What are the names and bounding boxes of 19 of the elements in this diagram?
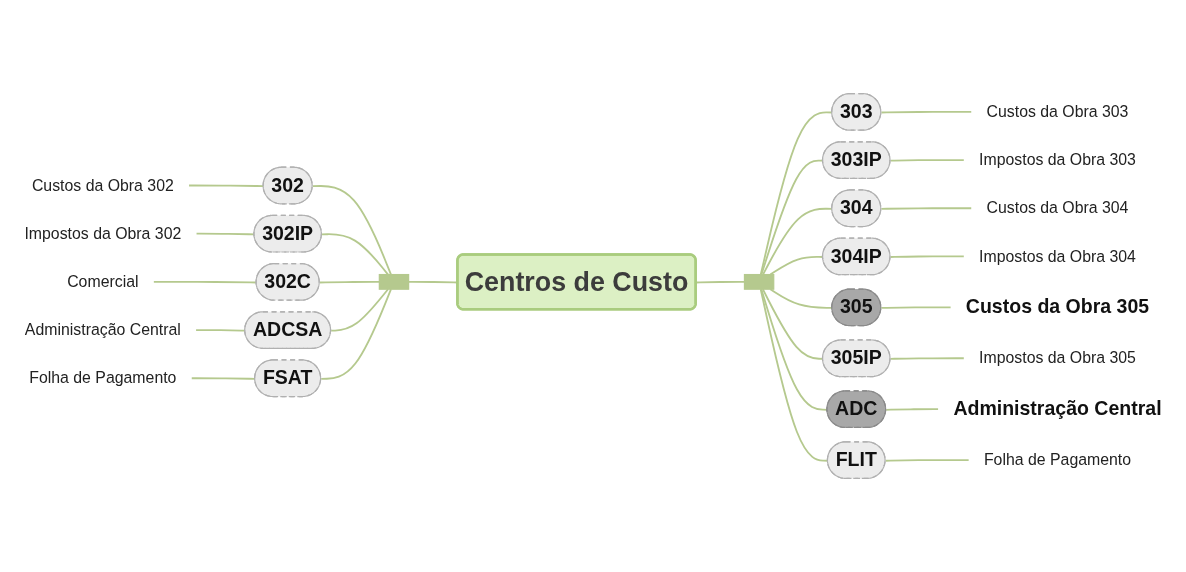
node-text: Impostos da Obra 302: [24, 224, 182, 243]
connector: [321, 233, 389, 276]
node-bar: [743, 273, 775, 290]
node-text: Administração Central: [953, 398, 1162, 419]
node-text: Folha de Pagamento: [29, 368, 177, 388]
node-text: Custos da Obra 305: [965, 296, 1150, 318]
node-text: Custos da Obra 303: [986, 102, 1129, 121]
node-text: Custos da Obra 302: [31, 176, 174, 195]
node-text: Custos da Obra 304: [986, 198, 1129, 218]
connector: [695, 280, 746, 284]
connector: [330, 288, 389, 332]
node-bar: [378, 273, 410, 290]
node-text: Administração Central: [24, 320, 181, 339]
node-text: Impostos da Obra 304: [979, 246, 1136, 266]
node-text: Folha de Pagamento: [983, 450, 1132, 469]
node-text: Impostos da Obra 303: [979, 150, 1136, 169]
connector: [320, 288, 392, 380]
node-text: Impostos da Obra 305: [979, 348, 1136, 368]
node-text: Comercial: [67, 272, 139, 291]
